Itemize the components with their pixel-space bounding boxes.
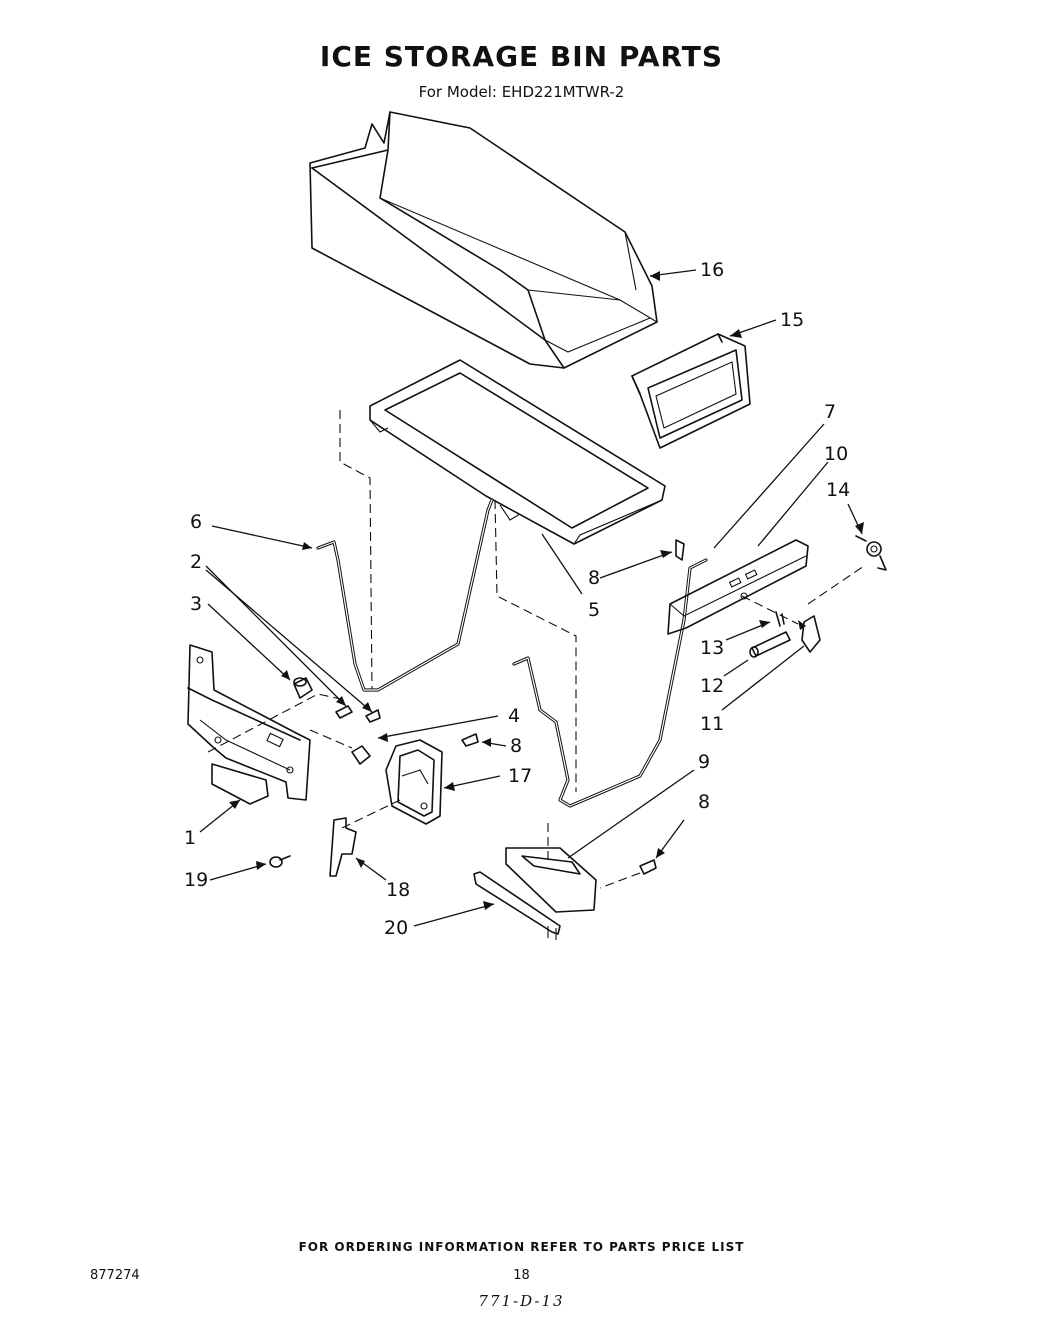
callout-16: 16 (700, 259, 724, 281)
screw-part-19 (269, 855, 291, 868)
callout-11: 11 (700, 713, 724, 735)
screw-part-8-middle (461, 733, 479, 747)
callout-13: 13 (700, 637, 724, 659)
ice-bin-part-16 (309, 111, 658, 369)
nut-part-4 (351, 745, 371, 765)
leader-lines (199, 269, 864, 927)
ordering-note: FOR ORDERING INFORMATION REFER TO PARTS … (298, 1240, 745, 1254)
callout-17: 17 (508, 765, 532, 787)
callout-8-middle: 8 (510, 735, 522, 757)
callout-labels: 16 15 7 10 14 6 2 3 8 5 13 12 11 4 8 17 … (184, 259, 850, 939)
callout-4: 4 (508, 705, 520, 727)
callout-18: 18 (386, 879, 410, 901)
clip-part-13 (775, 611, 785, 627)
screws-part-2 (335, 705, 381, 723)
callout-6: 6 (190, 511, 202, 533)
document-number: 877274 (90, 1268, 140, 1283)
callout-8-upper: 8 (588, 567, 600, 589)
clip-part-8-upper (675, 539, 685, 561)
spring-part-14 (855, 535, 887, 571)
callout-1: 1 (184, 827, 196, 849)
callout-12: 12 (700, 675, 724, 697)
plate-part-20 (473, 871, 561, 940)
screw-part-8-lower (639, 859, 657, 875)
lever-part-11 (798, 615, 821, 653)
front-trim-part-15 (631, 333, 751, 449)
callout-15: 15 (780, 309, 804, 331)
switch-housing-part-17 (385, 739, 443, 825)
bracket-part-10 (667, 539, 809, 635)
switch-part-18 (329, 817, 357, 877)
callout-3: 3 (190, 593, 202, 615)
actuator-wire-part-7 (512, 558, 708, 808)
callout-5: 5 (588, 599, 600, 621)
model-subtitle: For Model: EHD221MTWR-2 (418, 83, 625, 101)
slide-bracket-part-9 (505, 847, 597, 913)
wire-arm-part-6 (316, 498, 494, 692)
callout-2: 2 (190, 551, 202, 573)
callout-19: 19 (184, 869, 208, 891)
page-title: ICE STORAGE BIN PARTS (319, 40, 724, 73)
handwritten-code: 771-D-13 (478, 1292, 565, 1310)
tray-part-5 (369, 359, 666, 545)
mounting-bracket-part-1 (187, 644, 311, 805)
callout-7: 7 (824, 401, 836, 423)
grommet-part-3 (293, 677, 313, 699)
callout-9: 9 (698, 751, 710, 773)
callout-20: 20 (384, 917, 408, 939)
callout-8-lower: 8 (698, 791, 710, 813)
alignment-guides (207, 410, 865, 889)
callout-10: 10 (824, 443, 848, 465)
callout-14: 14 (826, 479, 850, 501)
pin-part-12 (749, 631, 791, 658)
page-number: 18 (513, 1268, 530, 1283)
